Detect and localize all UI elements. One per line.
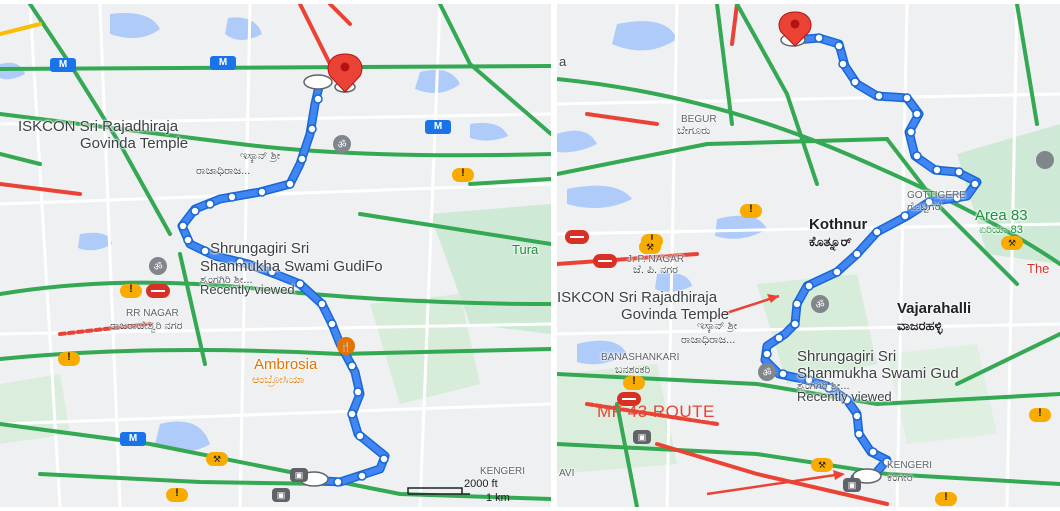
label-recently-viewed: Recently viewed	[797, 389, 892, 404]
scale-metric: 1 km	[486, 492, 510, 504]
metro-station-icon[interactable]: M	[210, 56, 236, 70]
label-jp-nagar-kn: ಜೆ. ಪಿ. ನಗರ	[633, 264, 678, 276]
traffic-alert-icon[interactable]	[58, 351, 80, 366]
bus-stop-icon[interactable]: ▣	[290, 468, 308, 482]
annotation-arrow-icon	[706, 470, 845, 496]
label-vajarahalli[interactable]: Vajarahalli	[897, 300, 972, 317]
label-ambrosia[interactable]: Ambrosia	[254, 356, 318, 373]
label-banashankari-kn: ಬನಶಂಕರಿ	[615, 364, 651, 376]
label-iskcon[interactable]: ISKCON Sri Rajadhiraja	[557, 289, 718, 306]
label-govinda-temple[interactable]: Govinda Temple	[621, 306, 730, 323]
road-closed-icon[interactable]	[593, 254, 617, 268]
left-map-canvas: ॐ ॐ 🍴	[0, 4, 551, 507]
label-rr-nagar[interactable]: RR NAGAR	[126, 308, 179, 319]
svg-text:ॐ: ॐ	[815, 299, 824, 311]
label-iskcon-kn: ಇಸ್ಕಾನ್ ಶ್ರೀ	[697, 320, 738, 332]
traffic-alert-icon[interactable]	[120, 283, 142, 298]
svg-text:🍴: 🍴	[340, 341, 351, 353]
traffic-alert-icon[interactable]	[166, 487, 188, 502]
bus-stop-icon[interactable]: ▣	[843, 478, 861, 492]
label-a: a	[559, 54, 567, 69]
label-tura[interactable]: Tura	[512, 242, 539, 257]
label-shrungagiri-kn: ಶೃಂಗಗಿರಿ ಶ್ರೀ...	[797, 380, 850, 392]
restaurant-icon[interactable]: 🍴	[337, 337, 355, 355]
label-shrungagiri[interactable]: Shrungagiri Sri	[210, 240, 310, 257]
label-kothnur[interactable]: Kothnur	[809, 216, 868, 233]
traffic-alert-icon[interactable]	[452, 167, 474, 182]
label-kengeri[interactable]: KENGERI	[480, 466, 526, 477]
metro-station-icon[interactable]: M	[120, 432, 146, 446]
traffic-alert-icon[interactable]	[1029, 407, 1051, 422]
label-shrungagiri[interactable]: Shrungagiri Sri	[797, 348, 897, 365]
destination-pin-icon[interactable]	[778, 11, 812, 47]
label-jp-nagar[interactable]: J. P. NAGAR	[627, 254, 685, 265]
label-kothnur-kn: ಕೊತ್ನೂರ್	[809, 234, 852, 249]
annotation-arrow-icon	[716, 294, 780, 318]
right-map-canvas: ॐ ॐ	[557, 4, 1060, 507]
bus-stop-icon[interactable]: ▣	[272, 488, 290, 502]
label-banashankari[interactable]: BANASHANKARI	[601, 352, 680, 363]
label-shanmukha[interactable]: Shanmukha Swami Gud	[797, 365, 959, 382]
traffic-alert-icon[interactable]	[740, 203, 762, 218]
bus-stop-icon[interactable]: ▣	[633, 430, 651, 444]
scale-imperial: 2000 ft	[464, 478, 498, 490]
label-area-83[interactable]: Area 83	[975, 207, 1028, 224]
label-iskcon[interactable]: ISKCON Sri Rajadhiraja	[18, 118, 179, 135]
label-shanmukha[interactable]: Shanmukha Swami GudiFo	[200, 258, 383, 275]
road-closed-icon[interactable]	[565, 230, 589, 244]
label-ambrosia-kn: ಆಂಬ್ರೋಸಿಯಾ	[252, 374, 305, 386]
construction-icon[interactable]: ⚒	[206, 452, 228, 466]
construction-icon[interactable]: ⚒	[1001, 236, 1023, 250]
label-iskcon-kn-2: ರಾಜಾಧಿರಾಜ...	[681, 334, 736, 346]
destination-pin-icon[interactable]	[327, 53, 363, 93]
label-iskcon-kn-2: ರಾಜಾಧಿರಾಜ...	[196, 165, 251, 177]
label-shrungagiri-kn: ಶೃಂಗಗಿರಿ ಶ್ರೀ...	[200, 274, 253, 286]
temple-icon[interactable]: ॐ	[811, 295, 829, 313]
temple-icon[interactable]: ॐ	[333, 135, 351, 153]
temple-icon[interactable]: ॐ	[758, 363, 776, 381]
metro-station-icon[interactable]: M	[50, 58, 76, 72]
label-rr-nagar-kn: ರಾಜರಾಜೇಶ್ವರಿ ನಗರ	[110, 320, 183, 332]
panel-divider	[551, 0, 557, 511]
label-vajarahalli-kn: ವಾಜರಹಳ್ಳಿ	[897, 318, 943, 333]
svg-text:ॐ: ॐ	[762, 367, 771, 379]
left-map-panel[interactable]: ॐ ॐ 🍴 M M M M ⚒ ▣ ▣ ISKCON Sri Rajadhira…	[0, 4, 551, 507]
label-mf-43-route: MF 43 ROUTE	[597, 402, 715, 421]
road-closed-icon[interactable]	[617, 392, 641, 406]
label-begur-kn: ಬೇಗೂರು	[677, 125, 711, 137]
svg-text:ॐ: ॐ	[153, 261, 162, 273]
label-avi[interactable]: AVI	[559, 468, 575, 479]
label-begur[interactable]: BEGUR	[681, 114, 717, 125]
label-kengeri-kn: ಕೆಂಗೇರಿ	[887, 472, 913, 484]
svg-text:ॐ: ॐ	[337, 139, 346, 151]
place-icon[interactable]	[1036, 151, 1054, 169]
label-area-83-kn: ಏರಿಯಾ 83	[979, 224, 1023, 236]
label-gottigere-kn: ಗೊಟ್ಟಿಗೆರೆ	[907, 201, 942, 213]
temple-icon[interactable]: ॐ	[149, 257, 167, 275]
label-the[interactable]: The	[1027, 261, 1050, 276]
road-closed-icon[interactable]	[146, 284, 170, 298]
traffic-alert-icon[interactable]	[623, 375, 645, 390]
right-map-panel[interactable]: ॐ ॐ ⚒ ⚒ ⚒ ▣ ▣ BEGUR ಬೇಗೂರು GOTTIGERE ಗೊಟ…	[557, 4, 1060, 507]
label-kengeri[interactable]: KENGERI	[887, 460, 933, 471]
metro-station-icon[interactable]: M	[425, 120, 451, 134]
construction-icon[interactable]: ⚒	[639, 240, 661, 254]
label-gottigere[interactable]: GOTTIGERE	[907, 190, 966, 201]
label-govinda-temple[interactable]: Govinda Temple	[80, 135, 189, 152]
traffic-alert-icon[interactable]	[935, 491, 957, 506]
label-iskcon-kn: ಇಸ್ಕಾನ್ ಶ್ರೀ	[240, 150, 281, 162]
label-recently-viewed: Recently viewed	[200, 282, 295, 297]
construction-icon[interactable]: ⚒	[811, 458, 833, 472]
